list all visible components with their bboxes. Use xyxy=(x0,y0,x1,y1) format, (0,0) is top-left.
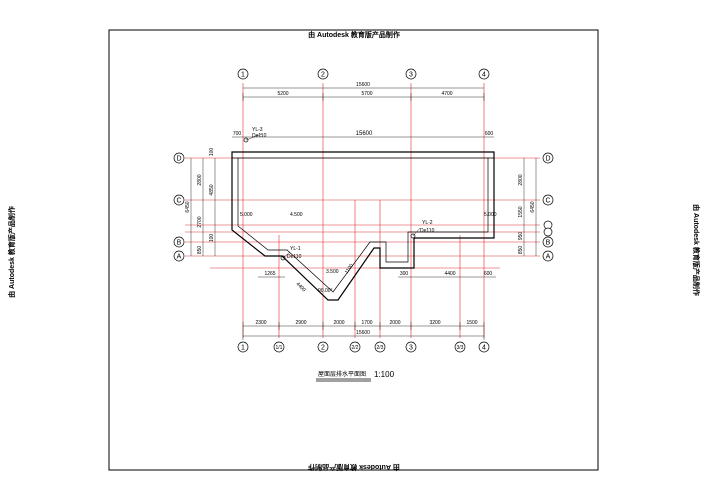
svg-text:1500: 1500 xyxy=(466,320,477,326)
svg-text:2: 2 xyxy=(321,72,325,79)
watermark-right: 由 Autodesk 教育版产品制作 xyxy=(692,204,701,296)
svg-text:2800: 2800 xyxy=(518,174,524,185)
svg-text:5700: 5700 xyxy=(361,91,372,97)
svg-text:2000: 2000 xyxy=(389,320,400,326)
svg-text:3/3: 3/3 xyxy=(457,345,464,351)
left-dimension-chain: 6450 2800 2700 850 4850 100 100 xyxy=(185,148,216,256)
svg-text:4: 4 xyxy=(482,72,486,79)
svg-text:2: 2 xyxy=(321,345,325,352)
svg-text:B: B xyxy=(546,240,551,247)
svg-text:6450: 6450 xyxy=(530,201,536,212)
svg-text:4400: 4400 xyxy=(444,271,455,277)
watermark-left: 由 Autodesk 教育版产品制作 xyxy=(7,206,16,298)
svg-text:90.00°: 90.00° xyxy=(318,288,333,294)
svg-text:2800: 2800 xyxy=(197,174,203,185)
svg-text:YL-3: YL-3 xyxy=(252,127,263,133)
svg-text:4850: 4850 xyxy=(209,184,215,195)
svg-text:6450: 6450 xyxy=(185,201,191,212)
watermark-top: 由 Autodesk 教育版产品制作 xyxy=(308,30,400,39)
drain-yl2-icon xyxy=(410,233,416,239)
plan-labels: 5.000 4.500 5.000 3.500 YL-1 De110 YL-2 … xyxy=(240,212,497,294)
svg-text:1100: 1100 xyxy=(344,263,355,275)
svg-text:3200: 3200 xyxy=(429,320,440,326)
svg-text:4700: 4700 xyxy=(441,91,452,97)
axis-grid-vertical xyxy=(242,83,485,338)
svg-text:YL-1: YL-1 xyxy=(290,246,301,252)
svg-text:5.000: 5.000 xyxy=(484,212,497,218)
svg-text:15600: 15600 xyxy=(356,330,370,336)
scale-text: 1:100 xyxy=(374,370,395,379)
svg-text:850: 850 xyxy=(518,246,524,255)
svg-text:5.000: 5.000 xyxy=(240,212,253,218)
svg-text:600: 600 xyxy=(484,271,493,277)
svg-text:A: A xyxy=(546,254,551,261)
svg-text:D: D xyxy=(176,156,181,163)
top-dimension-chain: 15600 5200 5700 4700 xyxy=(242,82,485,101)
svg-text:600: 600 xyxy=(485,131,494,137)
svg-text:1/1: 1/1 xyxy=(276,345,283,351)
svg-text:850: 850 xyxy=(197,246,203,255)
svg-text:1: 1 xyxy=(241,72,245,79)
svg-text:A: A xyxy=(177,254,182,261)
sheet-frame xyxy=(108,29,599,471)
svg-text:4.500: 4.500 xyxy=(290,212,303,218)
svg-text:2/2: 2/2 xyxy=(352,345,359,351)
svg-text:3: 3 xyxy=(409,345,413,352)
svg-text:4400: 4400 xyxy=(295,281,307,293)
inner-dimension-chain: 15600 700 600 YL-3 De110 xyxy=(232,127,494,139)
axis-bubbles-bottom: 1 1/1 2 2/2 2/3 3 3/3 4 xyxy=(237,341,490,353)
axis-bubbles-top: 1 2 3 4 xyxy=(237,68,490,80)
svg-text:De110: De110 xyxy=(420,228,435,234)
svg-text:1265: 1265 xyxy=(264,271,275,277)
svg-text:1550: 1550 xyxy=(518,206,524,217)
svg-text:5200: 5200 xyxy=(277,91,288,97)
svg-text:C: C xyxy=(176,198,181,205)
svg-text:2/3: 2/3 xyxy=(377,345,384,351)
svg-text:100: 100 xyxy=(209,148,215,157)
lower-dimension-labels: 1265 300 4400 600 xyxy=(258,271,496,278)
svg-text:950: 950 xyxy=(518,232,524,241)
svg-text:1700: 1700 xyxy=(361,320,372,326)
svg-text:2700: 2700 xyxy=(197,216,203,227)
svg-text:De110: De110 xyxy=(252,133,267,139)
svg-text:2300: 2300 xyxy=(255,320,266,326)
drain-pipes xyxy=(243,133,421,261)
watermark-bottom: 由 Autodesk 教育版产品制作 xyxy=(308,463,400,472)
svg-text:D: D xyxy=(545,156,550,163)
svg-text:700: 700 xyxy=(233,131,242,137)
axis-bubbles-left: D C B A xyxy=(173,152,185,262)
axis-bubbles-right: D C B A xyxy=(542,152,554,262)
drain-yl3-icon xyxy=(243,137,249,143)
right-dimension-chain: 6450 2800 1550 950 850 xyxy=(518,158,537,256)
svg-text:15600: 15600 xyxy=(356,131,373,137)
svg-text:2900: 2900 xyxy=(295,320,306,326)
svg-text:300: 300 xyxy=(400,271,409,277)
svg-text:B: B xyxy=(177,240,182,247)
svg-text:YL-2: YL-2 xyxy=(422,220,433,226)
bottom-dimension-chain: 2300 2900 2000 1700 2000 3200 1500 15600 xyxy=(242,320,485,340)
drawing-title: 屋面层排水平面图 1:100 xyxy=(316,370,395,382)
svg-text:100: 100 xyxy=(209,234,215,243)
title-text: 屋面层排水平面图 xyxy=(318,370,366,378)
svg-text:3: 3 xyxy=(409,72,413,79)
svg-text:De110: De110 xyxy=(287,254,302,260)
svg-text:C: C xyxy=(545,198,550,205)
drain-yl1-icon xyxy=(280,255,286,261)
roof-outline xyxy=(231,151,495,301)
svg-text:2000: 2000 xyxy=(333,320,344,326)
svg-text:1: 1 xyxy=(241,345,245,352)
svg-text:15600: 15600 xyxy=(356,82,370,88)
svg-text:3.500: 3.500 xyxy=(326,269,339,275)
svg-text:4: 4 xyxy=(482,345,486,352)
